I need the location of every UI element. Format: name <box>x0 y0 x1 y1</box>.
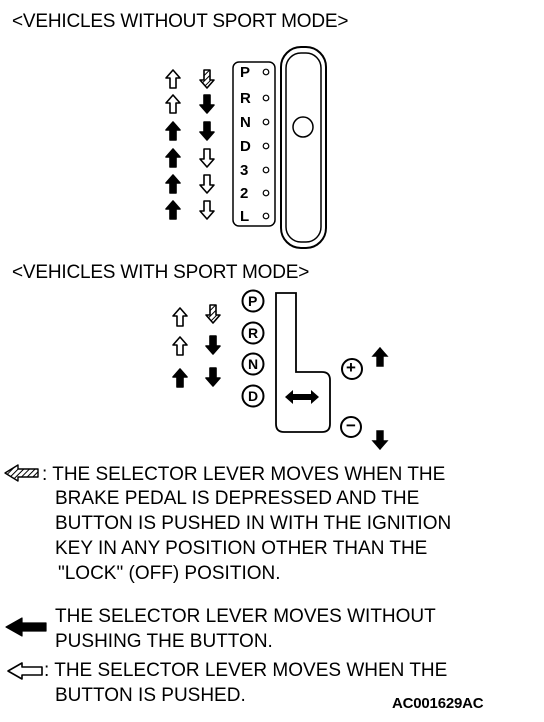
position-label-3: 3 <box>240 162 249 179</box>
plus-symbol: + <box>346 358 356 377</box>
sport-position-label-r: R <box>248 325 259 341</box>
section-title-without-sport: <VEHICLES WITHOUT SPORT MODE> <box>12 11 349 32</box>
legend-hatched-line-3: BUTTON IS PUSHED IN WITH THE IGNITION <box>55 513 452 534</box>
minus-down-arrow <box>372 430 388 450</box>
legend-filled-line-2: PUSHING THE BUTTON. <box>55 631 273 652</box>
plus-up-arrow <box>372 347 388 367</box>
sport-position-label-p: P <box>248 293 258 309</box>
position-label-r: R <box>240 90 251 107</box>
legend-outline-line-1: : THE SELECTOR LEVER MOVES WHEN THE <box>44 660 448 681</box>
legend-outline-line-2: BUTTON IS PUSHED. <box>55 685 246 706</box>
position-label-d: D <box>240 138 251 155</box>
section2-right-arrows <box>205 304 221 387</box>
sport-gate-outline <box>275 292 331 433</box>
position-indicator-plate <box>232 61 276 227</box>
minus-circle <box>340 416 362 438</box>
legend-filled-line-1: THE SELECTOR LEVER MOVES WITHOUT <box>55 606 436 627</box>
legend-hatched-line-4: KEY IN ANY POSITION OTHER THAN THE <box>55 538 428 559</box>
section1-right-arrows <box>199 69 215 220</box>
sport-position-label-d: D <box>248 388 259 404</box>
plus-circle <box>341 358 363 380</box>
position-dots <box>262 68 270 220</box>
section2-left-arrows <box>172 307 188 388</box>
legend-filled-arrow-icon <box>5 617 47 637</box>
lever-knob <box>292 116 314 138</box>
sport-position-circles <box>241 289 265 408</box>
minus-symbol: − <box>346 416 356 435</box>
legend-hatched-line-2: BRAKE PEDAL IS DEPRESSED AND THE <box>55 488 420 509</box>
sport-position-label-n: N <box>248 356 259 372</box>
figure-code: AC001629AC <box>392 695 484 712</box>
legend-hatched-line-1: : THE SELECTOR LEVER MOVES WHEN THE <box>42 464 446 485</box>
legend-hatched-line-5: "LOCK" (OFF) POSITION. <box>58 563 281 584</box>
section-title-with-sport: <VEHICLES WITH SPORT MODE> <box>12 262 310 283</box>
position-label-n: N <box>240 114 251 131</box>
lever-housing-inner <box>285 52 322 243</box>
lever-housing-outer <box>280 46 327 249</box>
position-label-2: 2 <box>240 185 249 202</box>
legend-hatched-arrow-icon <box>4 464 39 482</box>
position-label-p: P <box>240 64 251 81</box>
position-label-l: L <box>240 208 250 225</box>
gate-double-arrow <box>285 390 319 404</box>
section1-left-arrows <box>165 69 181 220</box>
legend-outline-arrow-icon <box>7 662 43 680</box>
